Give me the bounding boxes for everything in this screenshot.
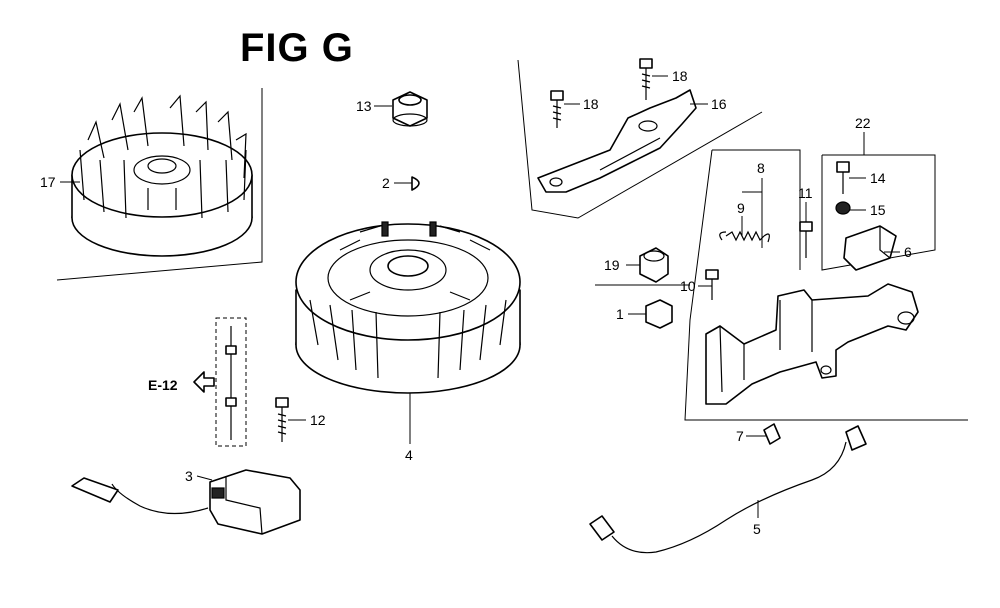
callout-3: 3 — [185, 468, 193, 484]
clip-part-7 — [763, 423, 781, 445]
callout-16: 16 — [711, 96, 727, 112]
callout-17: 17 — [40, 174, 56, 190]
e12-arrow-icon — [193, 371, 215, 393]
nut-part-13 — [392, 91, 428, 127]
callout-numbers: 17 13 2 18 18 16 22 14 15 6 8 9 11 19 10… — [40, 68, 912, 537]
callout-6: 6 — [904, 244, 912, 260]
ignition-coil-part-3 — [71, 469, 301, 535]
bolt-part-12 — [275, 397, 289, 442]
callout-11: 11 — [798, 185, 813, 201]
washer-part-15 — [835, 201, 851, 215]
callout-10: 10 — [680, 278, 696, 294]
callout-19: 19 — [604, 257, 620, 273]
grommet-part-19 — [639, 247, 669, 283]
callout-1: 1 — [616, 306, 624, 322]
e12-stud — [215, 317, 247, 447]
callout-18-top: 18 — [672, 68, 688, 84]
key-part-2 — [411, 176, 420, 191]
leader-lines — [60, 75, 900, 518]
callout-8: 8 — [757, 160, 765, 176]
callout-13: 13 — [356, 98, 372, 114]
callout-18-left: 18 — [583, 96, 599, 112]
callout-15: 15 — [870, 202, 886, 218]
callout-12: 12 — [310, 412, 326, 428]
callout-4: 4 — [405, 447, 413, 463]
switch-part-6 — [843, 225, 897, 271]
spring-part-9 — [719, 230, 770, 243]
bracket-assembly — [705, 283, 919, 405]
bracket-part-16 — [537, 89, 697, 193]
frame-lines — [56, 59, 968, 421]
callout-7: 7 — [736, 428, 744, 444]
callout-14: 14 — [870, 170, 886, 186]
callout-2: 2 — [382, 175, 390, 191]
flywheel-part-17 — [71, 94, 253, 257]
flywheel-part-4 — [295, 221, 521, 394]
callout-5: 5 — [753, 521, 761, 537]
callout-9: 9 — [737, 200, 745, 216]
screw-part-14 — [836, 161, 850, 194]
bolt-part-18-left — [550, 90, 564, 128]
callout-22: 22 — [855, 115, 871, 131]
wire-part-5 — [589, 425, 867, 554]
screw-part-11 — [799, 221, 813, 258]
screw-part-10 — [705, 269, 719, 300]
bolt-part-18-top — [639, 58, 653, 100]
grommet-part-1 — [645, 299, 673, 329]
figure-title: FIG G — [240, 26, 354, 70]
e12-reference-label: E-12 — [148, 377, 178, 393]
